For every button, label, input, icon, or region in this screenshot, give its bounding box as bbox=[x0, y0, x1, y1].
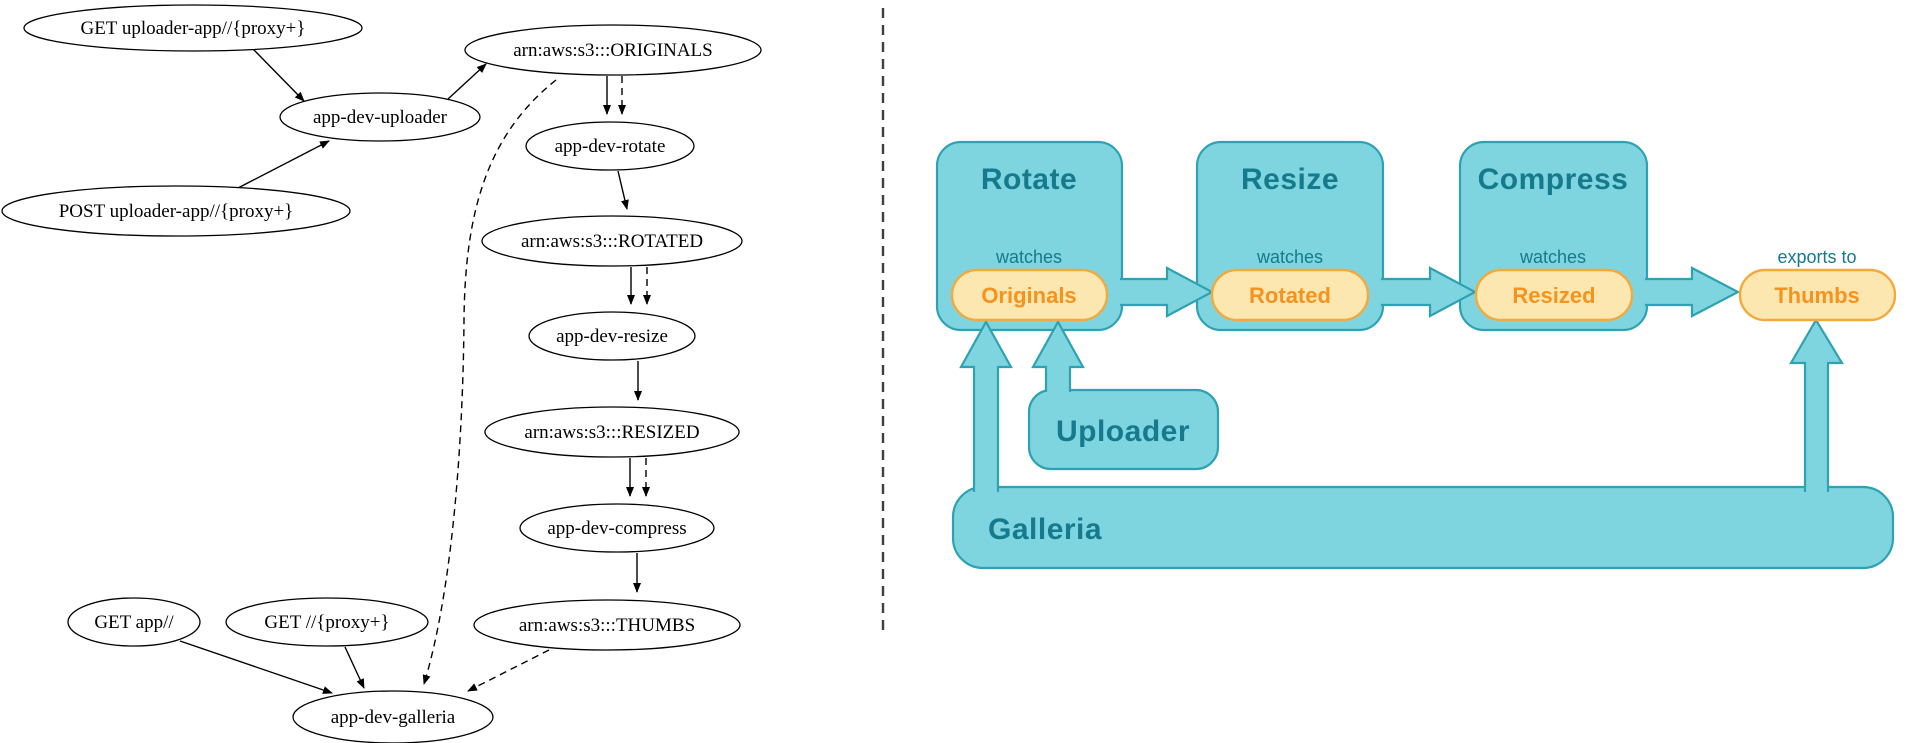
node-label: arn:aws:s3:::RESIZED bbox=[524, 422, 699, 443]
node-shape bbox=[519, 503, 715, 553]
graph-edges bbox=[179, 47, 651, 694]
arrow-body bbox=[1791, 320, 1842, 492]
graph-node-galleria-fn: app-dev-galleria bbox=[292, 690, 494, 743]
node-shape bbox=[1, 185, 351, 237]
node-shape bbox=[484, 406, 740, 458]
node-label: app-dev-rotate bbox=[555, 136, 666, 157]
resized-bucket-pill bbox=[1474, 268, 1634, 322]
node-label: GET uploader-app//{proxy+} bbox=[80, 18, 305, 39]
graph-node-resize-fn: app-dev-resize bbox=[528, 311, 696, 361]
resize-watches-label: watches bbox=[1256, 247, 1323, 267]
node-shape bbox=[464, 24, 762, 76]
node-label: arn:aws:s3:::ORIGINALS bbox=[513, 40, 712, 61]
arrow-outline bbox=[1645, 266, 1741, 318]
edge-rotate-to-rotated bbox=[617, 170, 629, 210]
originals-bucket-label: Originals bbox=[981, 283, 1076, 308]
edge-uploader-fn-to-originals bbox=[447, 63, 487, 100]
rotate-service-title: Rotate bbox=[981, 163, 1077, 196]
node-shape bbox=[292, 690, 494, 743]
arrow-outline bbox=[1031, 319, 1085, 392]
rotate-watches-label: watches bbox=[995, 247, 1062, 267]
edge-thumbs-to-galleria-dashed bbox=[467, 649, 550, 692]
node-label: GET //{proxy+} bbox=[264, 612, 389, 633]
graph-node-post-uploader: POST uploader-app//{proxy+} bbox=[1, 185, 351, 237]
node-shape bbox=[481, 215, 743, 267]
node-shape bbox=[23, 4, 363, 52]
node-label: arn:aws:s3:::THUMBS bbox=[519, 615, 695, 636]
arrow-resized-to-thumbs bbox=[1645, 266, 1741, 318]
service-map-panel: Rotate Resize Compress watches watches w… bbox=[935, 140, 1897, 570]
rotated-bucket-pill bbox=[1210, 268, 1370, 322]
graph-node-uploader-fn: app-dev-uploader bbox=[279, 92, 481, 142]
resized-bucket-label: Resized bbox=[1512, 283, 1595, 308]
graph-node-compress-fn: app-dev-compress bbox=[519, 503, 715, 553]
galleria-box bbox=[951, 485, 1895, 570]
edge-originals-to-galleria-dashed bbox=[422, 79, 557, 685]
graph-node-resized-bucket: arn:aws:s3:::RESIZED bbox=[484, 406, 740, 458]
arrow-outline bbox=[959, 319, 1013, 492]
compress-watches-label: watches bbox=[1519, 247, 1586, 267]
graph-node-get-uploader: GET uploader-app//{proxy+} bbox=[23, 4, 363, 52]
rotated-bucket-label: Rotated bbox=[1249, 283, 1331, 308]
graph-node-rotate-fn: app-dev-rotate bbox=[525, 121, 695, 171]
edge-get-app-to-galleria bbox=[179, 640, 333, 694]
node-label: arn:aws:s3:::ROTATED bbox=[521, 231, 703, 252]
node-shape bbox=[67, 597, 201, 647]
node-label: app-dev-uploader bbox=[313, 107, 448, 128]
uploader-title: Uploader bbox=[1056, 415, 1190, 448]
graph-node-originals-bucket: arn:aws:s3:::ORIGINALS bbox=[464, 24, 762, 76]
galleria-title: Galleria bbox=[988, 513, 1102, 546]
node-shape bbox=[473, 599, 741, 651]
edge-get-uploader-to-uploader-fn bbox=[251, 47, 305, 102]
originals-bucket-pill bbox=[950, 268, 1109, 322]
node-label: app-dev-resize bbox=[556, 326, 668, 347]
resize-service-title: Resize bbox=[1241, 163, 1339, 196]
exports-to-label: exports to bbox=[1777, 247, 1856, 267]
graph-node-rotated-bucket: arn:aws:s3:::ROTATED bbox=[481, 215, 743, 267]
uploader-box bbox=[1027, 388, 1220, 471]
edge-post-uploader-to-uploader-fn bbox=[237, 140, 330, 189]
node-label: GET app// bbox=[94, 612, 174, 633]
node-label: POST uploader-app//{proxy+} bbox=[59, 201, 294, 222]
graph-node-thumbs-bucket: arn:aws:s3:::THUMBS bbox=[473, 599, 741, 651]
arrow-body bbox=[1033, 322, 1083, 392]
edge-get-proxy-to-galleria bbox=[344, 646, 365, 689]
thumbs-bucket-pill bbox=[1738, 268, 1897, 322]
arrow-galleria-to-originals bbox=[959, 319, 1013, 492]
compress-service-title: Compress bbox=[1478, 163, 1629, 196]
node-shape bbox=[525, 121, 695, 171]
node-shape bbox=[528, 311, 696, 361]
graph-node-get-app: GET app// bbox=[67, 597, 201, 647]
arrow-uploader-to-originals bbox=[1031, 319, 1085, 392]
arrow-body bbox=[961, 322, 1011, 492]
graph-node-get-proxy: GET //{proxy+} bbox=[225, 597, 429, 647]
thumbs-bucket-label: Thumbs bbox=[1774, 283, 1860, 308]
node-shape bbox=[225, 597, 429, 647]
node-label: app-dev-compress bbox=[547, 518, 686, 539]
arrow-galleria-to-thumbs bbox=[1789, 317, 1844, 492]
node-label: app-dev-galleria bbox=[331, 707, 456, 728]
graphviz-panel: GET uploader-app//{proxy+} app-dev-uploa… bbox=[1, 4, 762, 743]
node-shape bbox=[279, 92, 481, 142]
